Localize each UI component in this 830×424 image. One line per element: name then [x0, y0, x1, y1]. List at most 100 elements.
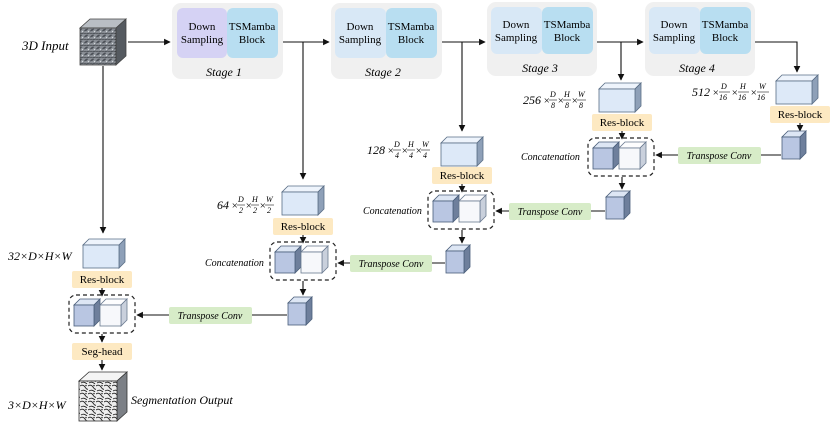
svg-text:128: 128	[367, 143, 385, 157]
res-block: Res-block	[273, 218, 333, 235]
svg-text:H: H	[407, 140, 415, 149]
down-sampling-label: Sampling	[495, 32, 538, 44]
svg-text:4: 4	[395, 151, 399, 160]
down-sampling-label: Down	[347, 21, 374, 33]
upsampled-cube	[605, 190, 631, 220]
down-sampling-label: Sampling	[653, 32, 696, 44]
svg-text:H: H	[739, 82, 747, 91]
svg-text:W: W	[422, 140, 430, 149]
down-sampling-label: Down	[189, 21, 216, 33]
svg-text:2: 2	[253, 206, 257, 215]
tsmamba-label: Block	[239, 34, 266, 46]
stage-label: Stage 4	[679, 61, 715, 75]
svg-text:H: H	[563, 90, 571, 99]
svg-text:D: D	[393, 140, 400, 149]
concat-group	[427, 190, 495, 230]
tsmamba-block	[542, 7, 593, 54]
stage-2: Down Sampling TSMamba Block Stage 2	[331, 3, 442, 79]
stage-label: Stage 2	[365, 65, 401, 79]
svg-text:Transpose Conv: Transpose Conv	[518, 207, 583, 218]
transpose-conv-label: Transpose Conv	[350, 255, 432, 272]
res-block: Res-block	[72, 271, 132, 288]
dim-label-stage-4: 512 × D 16 × H 16 × W 16	[692, 82, 769, 102]
svg-text:4: 4	[409, 151, 413, 160]
tsmamba-label: TSMamba	[544, 19, 591, 31]
svg-text:D: D	[237, 195, 244, 204]
feature-cube	[775, 74, 819, 105]
stage-4: Down Sampling TSMamba Block Stage 4	[645, 2, 755, 76]
stage-label: Stage 1	[206, 65, 242, 79]
down-sampling-label: Sampling	[181, 34, 224, 46]
down-sampling-label: Sampling	[339, 34, 382, 46]
svg-text:Res-block: Res-block	[440, 170, 485, 182]
svg-text:512: 512	[692, 85, 710, 99]
svg-text:W: W	[759, 82, 767, 91]
upsampled-cube	[287, 296, 313, 326]
feature-cube	[598, 82, 642, 113]
svg-text:256: 256	[523, 93, 541, 107]
down-sampling-block	[177, 8, 227, 58]
svg-text:8: 8	[579, 101, 583, 110]
dim-label-out: 3×D×H×W	[7, 398, 67, 412]
svg-text:16: 16	[757, 93, 765, 102]
concatenation-label: Concatenation	[205, 258, 264, 269]
tsmamba-label: Block	[712, 32, 739, 44]
flow-arrow	[755, 41, 801, 73]
svg-text:16: 16	[738, 93, 746, 102]
concat-group	[68, 294, 136, 334]
svg-text:16: 16	[719, 93, 727, 102]
segmentation-output-cube	[77, 371, 129, 422]
tsmamba-label: TSMamba	[388, 21, 435, 33]
svg-text:×: ×	[543, 95, 550, 107]
svg-text:×: ×	[245, 200, 252, 212]
svg-text:×: ×	[712, 87, 719, 99]
feature-cube	[281, 185, 325, 216]
seg-head: Seg-head	[72, 343, 132, 360]
tsmamba-label: Block	[398, 34, 425, 46]
stage-label: Stage 3	[522, 61, 558, 75]
svg-text:W: W	[578, 90, 586, 99]
down-sampling-label: Down	[661, 19, 688, 31]
tsmamba-label: TSMamba	[702, 19, 749, 31]
svg-text:8: 8	[565, 101, 569, 110]
dim-label-stage-3: 256 × D 8 × H 8 × W 8	[523, 90, 586, 110]
svg-text:W: W	[266, 195, 274, 204]
svg-text:H: H	[251, 195, 259, 204]
concat-group	[269, 241, 337, 281]
svg-text:×: ×	[415, 145, 422, 157]
svg-text:Seg-head: Seg-head	[82, 346, 123, 358]
tsmamba-label: TSMamba	[229, 21, 276, 33]
svg-text:×: ×	[557, 95, 564, 107]
tsmamba-label: Block	[554, 32, 581, 44]
svg-text:×: ×	[387, 145, 394, 157]
transpose-conv-label: Transpose Conv	[169, 307, 252, 324]
svg-text:×: ×	[259, 200, 266, 212]
transpose-conv-label: Transpose Conv	[678, 147, 761, 164]
svg-text:Res-block: Res-block	[80, 274, 125, 286]
input-volume-cube	[78, 18, 128, 66]
svg-text:×: ×	[750, 87, 757, 99]
concatenation-label: Concatenation	[521, 152, 580, 163]
concatenation-label: Concatenation	[363, 206, 422, 217]
res-block: Res-block	[592, 114, 652, 131]
down-sampling-block	[491, 7, 542, 54]
svg-text:×: ×	[231, 200, 238, 212]
upsampled-cube	[445, 244, 471, 274]
svg-text:64: 64	[217, 198, 229, 212]
svg-text:D: D	[549, 90, 556, 99]
svg-text:2: 2	[267, 206, 271, 215]
stage-3: Down Sampling TSMamba Block Stage 3	[487, 2, 597, 76]
concat-group	[587, 137, 655, 177]
transpose-conv-label: Transpose Conv	[509, 203, 591, 220]
upsampled-cube	[781, 130, 807, 160]
svg-text:D: D	[720, 82, 727, 91]
svg-text:4: 4	[423, 151, 427, 160]
svg-text:32×D×H×W: 32×D×H×W	[7, 249, 73, 263]
svg-text:×: ×	[401, 145, 408, 157]
tsmamba-block	[700, 7, 751, 54]
tsmamba-block	[386, 8, 437, 58]
svg-text:×: ×	[571, 95, 578, 107]
svg-text:3×D×H×W: 3×D×H×W	[7, 398, 67, 412]
down-sampling-block	[649, 7, 700, 54]
